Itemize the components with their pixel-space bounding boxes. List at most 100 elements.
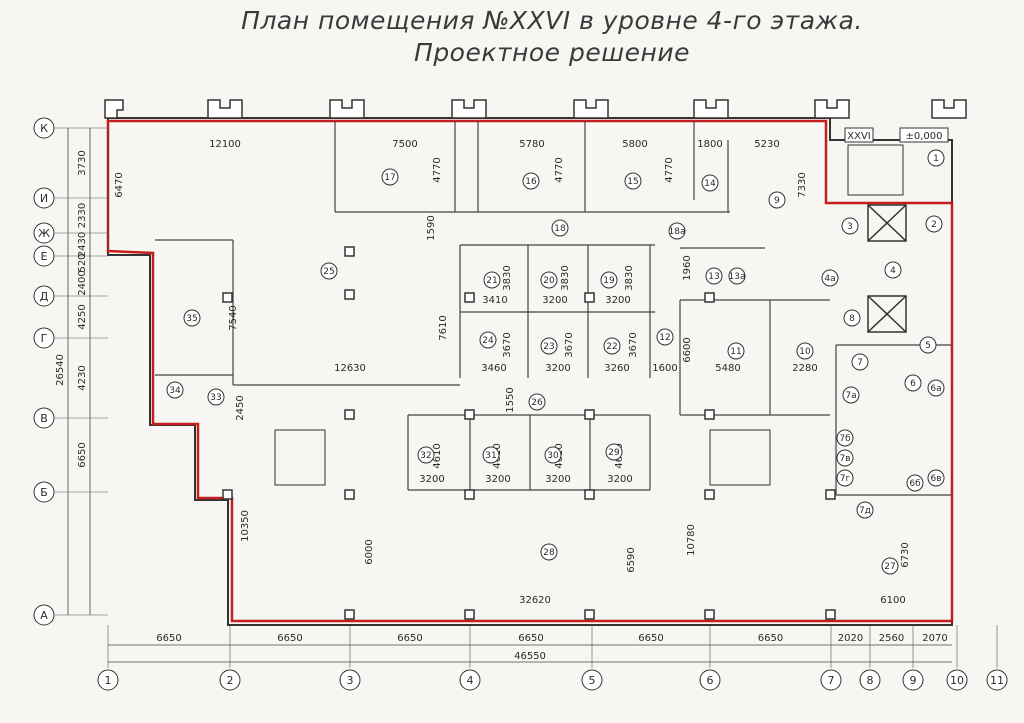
room-number: 7д xyxy=(859,506,871,516)
dim-interior: 12630 xyxy=(334,363,366,374)
room-number: 18 xyxy=(554,224,566,234)
dim-interior: 6600 xyxy=(682,337,693,362)
room-7а: 7а xyxy=(842,386,860,404)
room-number: 14 xyxy=(704,179,716,189)
dim-interior: 1600 xyxy=(652,363,677,374)
room-33: 33 xyxy=(207,388,225,406)
room-7г: 7г xyxy=(836,469,854,487)
dim-interior: 3200 xyxy=(607,474,632,485)
dim-interior: 5780 xyxy=(519,139,544,150)
elevators xyxy=(867,204,907,333)
room-number: 3 xyxy=(847,222,853,232)
room-number: 16 xyxy=(525,177,537,187)
room-number: 2 xyxy=(931,220,937,230)
dim-bottom: 6650 xyxy=(277,633,302,644)
dim-interior: 3260 xyxy=(604,363,629,374)
dim-bottom-total: 46550 xyxy=(514,651,546,662)
room-35: 35 xyxy=(183,309,201,327)
room-number: 4а xyxy=(824,274,835,284)
room-number: 31 xyxy=(485,451,496,461)
dim-interior: 1800 xyxy=(697,139,722,150)
dim-interior: 3200 xyxy=(545,474,570,485)
dim-interior: 10780 xyxy=(686,524,697,556)
room-number: 33 xyxy=(210,393,221,403)
axis-marker-5: Г xyxy=(33,327,108,349)
axis-marker-3: Е xyxy=(33,245,108,267)
dim-interior: 1550 xyxy=(505,387,516,412)
room-8: 8 xyxy=(843,309,861,327)
dim-left: 2330 xyxy=(77,203,88,228)
dim-interior: 2280 xyxy=(792,363,817,374)
axis-label: Д xyxy=(40,290,49,303)
room-number: 6б xyxy=(909,479,921,489)
room-7в: 7в xyxy=(836,449,854,467)
axis-label: 9 xyxy=(910,674,917,687)
room-number: 12 xyxy=(659,333,670,343)
dim-bottom: 6650 xyxy=(638,633,663,644)
dim-interior: 10350 xyxy=(240,510,251,542)
room-21: 21 xyxy=(483,271,501,289)
level-mark: ±0,000 xyxy=(905,131,942,142)
room-number: 7в xyxy=(839,454,850,464)
dim-interior: 3200 xyxy=(545,363,570,374)
dim-interior: 1590 xyxy=(426,215,437,240)
dim-interior: 3670 xyxy=(564,332,575,357)
dim-interior: 7500 xyxy=(392,139,417,150)
room-number: 1 xyxy=(933,154,939,164)
axis-marker-3: 3 xyxy=(339,625,361,691)
dim-interior: 7330 xyxy=(797,172,808,197)
dim-left: 3730 xyxy=(77,150,88,175)
dim-bottom: 6650 xyxy=(518,633,543,644)
room-number: 10 xyxy=(799,347,811,357)
room-number: 11 xyxy=(730,347,741,357)
room-number: 35 xyxy=(186,314,197,324)
room-10: 10 xyxy=(796,342,814,360)
axis-marker-1: 1 xyxy=(97,625,119,691)
axis-marker-8: 8 xyxy=(859,625,881,691)
room-20: 20 xyxy=(540,271,558,289)
dim-interior: 3460 xyxy=(481,363,506,374)
room-number: 17 xyxy=(384,173,395,183)
room-4: 4 xyxy=(884,261,902,279)
dim-bottom: 6650 xyxy=(156,633,181,644)
room-22: 22 xyxy=(603,337,621,355)
axis-label: 3 xyxy=(347,674,354,687)
dim-interior: 5230 xyxy=(754,139,779,150)
room-number: 27 xyxy=(884,562,895,572)
dim-left: 4230 xyxy=(77,365,88,390)
room-number: 25 xyxy=(323,267,334,277)
room-number: 9 xyxy=(774,196,780,206)
room-4а: 4а xyxy=(821,269,839,287)
room-6а: 6а xyxy=(927,379,945,397)
room-6б: 6б xyxy=(906,474,924,492)
axis-marker-1: И xyxy=(33,187,108,209)
room-18: 18 xyxy=(551,219,569,237)
dim-interior: 5800 xyxy=(622,139,647,150)
axis-marker-7: 7 xyxy=(820,625,842,691)
dim-interior: 6590 xyxy=(626,547,637,572)
axis-label: К xyxy=(40,122,48,135)
room-16: 16 xyxy=(522,172,540,190)
room-number: 13 xyxy=(708,272,719,282)
dim-interior: 3830 xyxy=(624,265,635,290)
room-3: 3 xyxy=(841,217,859,235)
room-number: 7б xyxy=(839,434,851,444)
outer-walls xyxy=(107,117,953,626)
room-7д: 7д xyxy=(856,501,874,519)
room-34: 34 xyxy=(166,381,184,399)
plan-subtitle: Проектное решение xyxy=(414,38,690,67)
room-number: 20 xyxy=(543,276,555,286)
room-31: 31 xyxy=(482,446,500,464)
dim-interior: 3200 xyxy=(605,295,630,306)
room-27: 27 xyxy=(881,557,899,575)
room-24: 24 xyxy=(479,331,497,349)
dim-left-total: 26540 xyxy=(55,354,66,386)
axis-label: 7 xyxy=(828,674,835,687)
axis-label: 10 xyxy=(950,674,964,687)
dim-interior: 6470 xyxy=(114,172,125,197)
axis-label: 4 xyxy=(467,674,474,687)
axis-label: И xyxy=(40,192,48,205)
room-number: 34 xyxy=(169,386,181,396)
